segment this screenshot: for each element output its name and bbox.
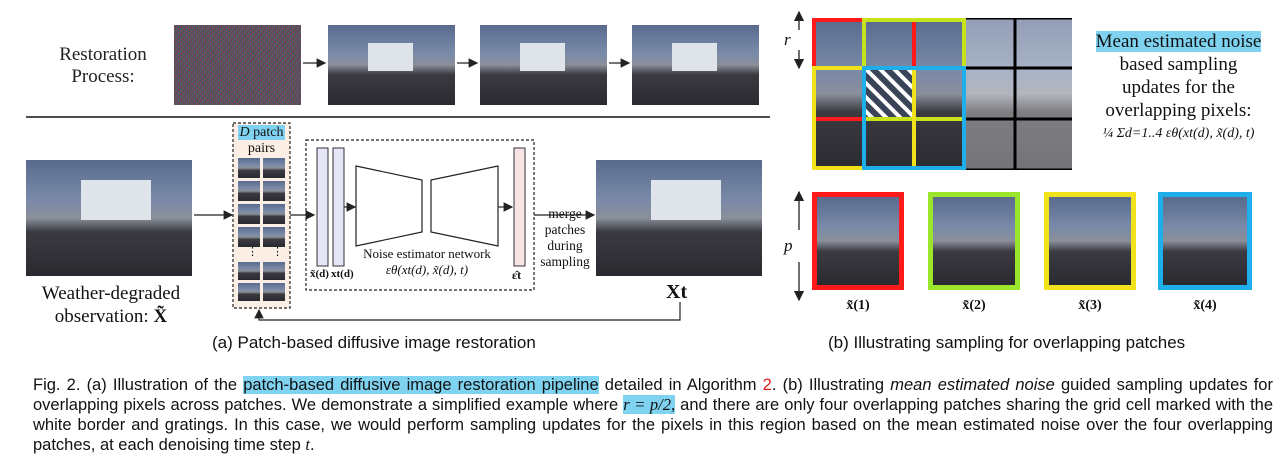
caption-part2: detailed in Algorithm (598, 376, 763, 394)
patch-pairs-d: D (239, 125, 250, 140)
obs-line2: observation: (54, 306, 149, 327)
restoration-step-2-image (328, 25, 455, 105)
ellipsis-left: ⋮ (247, 246, 258, 258)
patch-3 (1044, 192, 1136, 290)
note-formula: ¼ Σd=1..4 εθ(xt(d), x̃(d), t) (1102, 126, 1255, 141)
merge-line3: during (547, 238, 583, 253)
patch-4 (1158, 192, 1252, 290)
restoration-label-line1: Restoration (59, 44, 147, 65)
network-name: Noise estimator network (363, 246, 491, 261)
patch-1 (812, 192, 904, 290)
restored-output-image (596, 160, 762, 276)
note-line1: Mean estimated noise (1095, 31, 1262, 52)
restoration-label-line2: Process: (71, 66, 135, 87)
patch-label-1: x̃(1) (846, 298, 870, 313)
p-label: p (784, 236, 793, 255)
patch-pairs-line2: pairs (247, 141, 276, 156)
caption-italic: mean estimated noise (890, 376, 1055, 394)
patch-label-4: x̃(4) (1193, 298, 1217, 313)
caption-highlight: patch-based diffusive image restoration … (243, 376, 599, 394)
algorithm-link[interactable]: 2 (762, 376, 772, 394)
network-formula: εθ(xt(d), x̃(d), t) (385, 262, 469, 277)
merge-line2: patches (544, 222, 586, 237)
r-label: r (784, 30, 791, 49)
output-label: Xt (666, 281, 688, 303)
patch-label-2: x̃(2) (962, 298, 986, 313)
sampling-note: Mean estimated noise based sampling upda… (1076, 30, 1281, 145)
caption-part1: Fig. 2. (a) Illustration of the (33, 376, 244, 394)
degraded-input-image (26, 160, 192, 276)
caption-part4: guided sampling updates for overlapping … (33, 376, 1273, 414)
obs-variable: X̃ (153, 306, 168, 327)
ellipsis-right: ⋮ (272, 246, 283, 258)
overlap-grid (812, 18, 1072, 170)
network-label: Noise estimator network εθ(xt(d), x̃(d),… (352, 246, 502, 278)
degraded-observation-label: Weather-degraded observation: X̃ (26, 282, 196, 328)
caption-part3: . (b) Illustrating (771, 376, 891, 394)
subcaption-a: (a) Patch-based diffusive image restorat… (212, 333, 536, 352)
note-line2: based sampling (1119, 54, 1238, 75)
restoration-step-4-image (632, 25, 759, 105)
caption-math-t: t (305, 435, 311, 454)
merge-line1: merge (548, 206, 582, 221)
figure-caption: Fig. 2. (a) Illustration of the patch-ba… (33, 375, 1273, 455)
patch-2 (928, 192, 1020, 290)
restoration-step-3-image (480, 25, 607, 105)
output-label-eps: ε̂t (512, 268, 522, 282)
subcaption-b: (b) Illustrating sampling for overlappin… (828, 333, 1186, 352)
note-line4: overlapping pixels: (1105, 100, 1252, 121)
input-label-x-tilde: x̃(d) (310, 268, 329, 280)
restoration-label: Restoration Process: (48, 44, 158, 88)
input-label-x: xt(d) (331, 268, 354, 280)
patch-pairs-label: D patch pairs (233, 125, 290, 157)
caption-part6: . (310, 436, 315, 454)
caption-math-r: r = p/2, (623, 395, 676, 414)
merge-line4: sampling (540, 254, 590, 269)
patch-label-3: x̃(3) (1078, 298, 1102, 313)
patch-thumbnails: ⋮ ⋮ (238, 158, 286, 303)
restoration-step-1-image (174, 25, 301, 105)
merge-label: merge patches during sampling (535, 206, 595, 270)
patch-pairs-word: patch (249, 125, 284, 140)
caption-part5: and there are only four overlapping patc… (33, 396, 1274, 454)
note-line3: updates for the (1122, 77, 1235, 98)
obs-line1: Weather-degraded (41, 283, 181, 304)
